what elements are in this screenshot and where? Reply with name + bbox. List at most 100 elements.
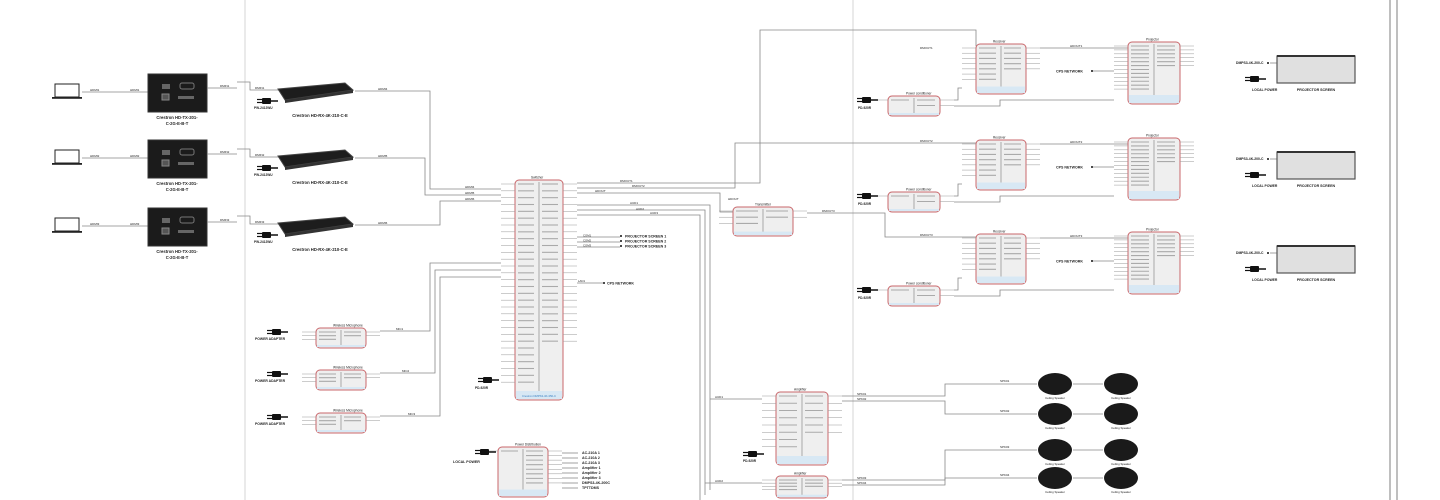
plug-body <box>1250 76 1259 82</box>
ceiling-speaker-icon <box>1038 467 1072 489</box>
power-adapter-label: POWER ADAPTER <box>255 337 286 341</box>
device-caption-band <box>977 276 1025 283</box>
hdmi-wire <box>577 192 733 213</box>
transmitter-model: Crestron HD-TX-201- <box>156 181 198 186</box>
device-caption-band <box>977 182 1025 189</box>
ceiling-speaker-label: Ceiling Speaker <box>1111 426 1131 430</box>
dm-wire <box>577 29 977 184</box>
wire-label: HDOUT2 <box>1070 140 1083 144</box>
projector-screen-label: PROJECTOR SCREEN <box>1297 184 1336 188</box>
power-output-label: AC-210A 2 <box>582 456 600 460</box>
ceiling-speaker-icon <box>1038 403 1072 425</box>
wire-label: DMOUT1 <box>620 179 633 183</box>
wire-label: DMIN3 <box>220 218 230 222</box>
wire-label: HDMI4 <box>465 185 475 189</box>
transmitter-model: Crestron HD-TX-201- <box>156 115 198 120</box>
projector-screen-target: PROJECTOR SCREEN 2 <box>625 240 666 244</box>
transmitter-model: Crestron HD-TX-201- <box>156 249 198 254</box>
power-label: PD-920R <box>743 459 757 463</box>
power-label: PD-920R <box>858 202 872 206</box>
wire-label: SPK04 <box>857 481 867 485</box>
wire-label: HDMI6 <box>378 221 388 225</box>
wire-label: AUD2 <box>715 479 723 483</box>
wire-label: DMIN2 <box>220 150 230 154</box>
wire-label: DMIN3 <box>255 220 265 224</box>
power-plug-icon <box>743 451 764 457</box>
power-plug-icon <box>857 193 878 199</box>
wire-label: HDMI4 <box>378 87 388 91</box>
network-label: CPS NETWORK <box>1056 166 1083 170</box>
plug-body <box>262 165 271 171</box>
ceiling-speaker-label: Ceiling Speaker <box>1111 462 1131 466</box>
local-power-label: LOCAL POWER <box>1252 88 1278 92</box>
vga-port-icon <box>179 148 195 156</box>
wire-label: DMIN1 <box>255 86 265 90</box>
terminal-dot <box>1091 260 1093 262</box>
device-caption: Crestron DMPS3-4K-350-C <box>522 394 556 398</box>
device-caption-band <box>317 345 365 347</box>
wire-label: HDMI1 <box>130 88 140 92</box>
power-plug-icon <box>1245 76 1266 82</box>
wire-label: HDMI2 <box>130 154 140 158</box>
laptop-screen <box>54 83 80 98</box>
device-caption-band <box>1129 285 1179 293</box>
device-caption-band <box>889 209 939 211</box>
local-power-label: LOCAL POWER <box>1252 278 1278 282</box>
power-wire <box>954 289 1114 297</box>
device-title: Switcher <box>531 176 544 180</box>
power-wire <box>954 87 962 101</box>
transmitter-model: C-2G-E-B-T <box>166 255 189 260</box>
laptop-icon <box>52 149 82 165</box>
dm-receiver-device <box>975 139 1027 191</box>
laptop-base <box>52 231 82 233</box>
laptop-screen <box>54 149 80 164</box>
projector-screen-label: PROJECTOR SCREEN <box>1297 278 1336 282</box>
wire-label: HDMI2 <box>90 154 100 158</box>
wire-label: HDOUT3 <box>1070 234 1083 238</box>
local-power-label: LOCAL POWER <box>1252 184 1278 188</box>
wire-label: MIC3 <box>408 412 415 416</box>
wire-label: DMOUT2 <box>632 184 645 188</box>
wire-label: SPK03 <box>1000 445 1010 449</box>
hdmi-port-icon <box>162 150 170 155</box>
device-title: Power conditioner <box>906 282 932 286</box>
audio-wire <box>577 204 711 490</box>
power-output-label: Amplifier 3 <box>582 476 601 480</box>
projector-screen-icon <box>1276 245 1356 274</box>
dm-wire <box>237 215 280 225</box>
local-power-label: LOCAL POWER <box>453 460 480 464</box>
power-output-label: DMPS3-4K-200C <box>582 481 610 485</box>
receiver-model: Crestron HD-RX-4K-210-C-E <box>292 247 348 252</box>
device-title: Wireless Microphone <box>333 324 363 328</box>
power-plug-icon <box>857 287 878 293</box>
network-label: CPS NETWORK <box>1056 260 1083 264</box>
receiver-model: Crestron HD-RX-4K-210-C-E <box>292 113 348 118</box>
terminal-dot <box>620 240 622 242</box>
power-conditioner-device <box>887 191 941 213</box>
usb-port-icon <box>178 96 194 99</box>
power-label: PD-920R <box>475 386 489 390</box>
laptop-base <box>52 163 82 165</box>
mic-wire <box>380 276 501 417</box>
power-plug-icon <box>267 371 288 377</box>
wire-label: COM1 <box>583 234 592 238</box>
plug-body <box>862 97 871 103</box>
power-output-label: TPTTDMS <box>582 486 600 490</box>
plug-body <box>1250 172 1259 178</box>
device-caption-band <box>516 391 562 399</box>
audio-wire <box>577 214 701 500</box>
dm-wire <box>237 148 280 158</box>
ceiling-speaker-icon <box>1038 439 1072 461</box>
power-wire <box>954 183 962 197</box>
projector-screen-label: PROJECTOR SCREEN <box>1297 88 1336 92</box>
wireless-microphone-device <box>315 412 367 434</box>
receiver-model: Crestron HD-RX-4K-210-C-E <box>292 180 348 185</box>
screen-controller-label: DMPS3-4K-200-C <box>1236 251 1264 255</box>
wire-label: LAN1 <box>578 279 585 283</box>
wire-label: DMOUT3 <box>920 233 933 237</box>
wire-label: AUD3 <box>650 211 658 215</box>
device-caption-band <box>499 489 547 496</box>
terminal-dot <box>1091 166 1093 168</box>
laptop-icon <box>52 83 82 99</box>
device-caption-band <box>889 113 939 115</box>
